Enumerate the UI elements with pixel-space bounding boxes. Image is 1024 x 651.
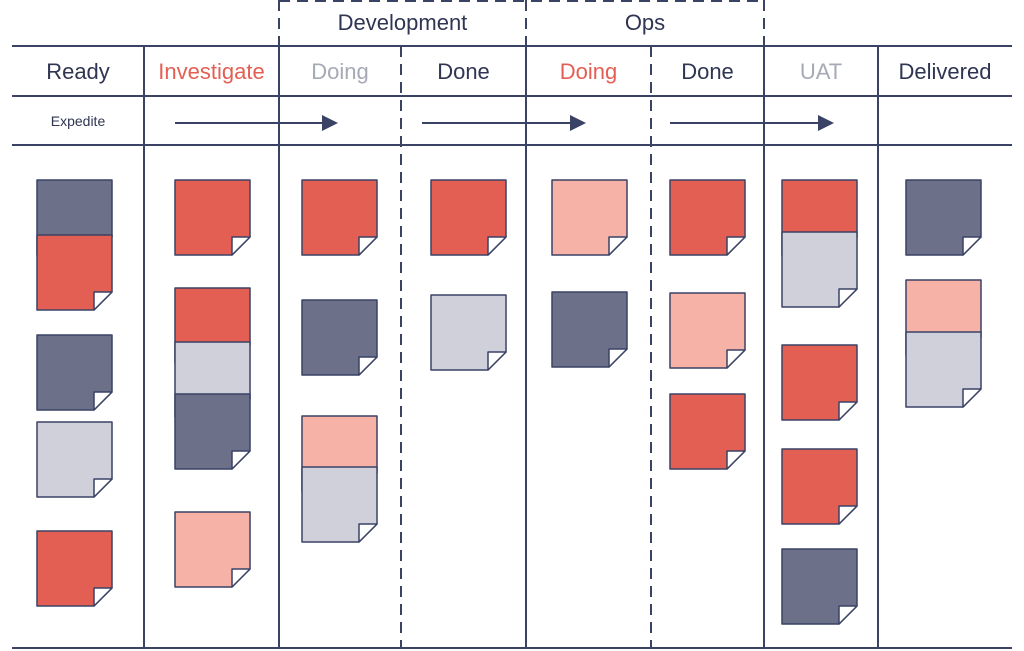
- sticky-card[interactable]: [781, 448, 858, 525]
- swimlane-label-expedite: Expedite: [51, 113, 106, 129]
- arrow-head-1: [570, 115, 586, 131]
- sticky-card[interactable]: [551, 291, 628, 368]
- card-fold-icon: [962, 388, 982, 408]
- card-fold-icon: [487, 351, 507, 371]
- card-fold-icon: [358, 523, 378, 543]
- sticky-card[interactable]: [36, 421, 113, 498]
- column-header: Doing: [560, 59, 617, 84]
- expedite-arrows: [175, 115, 834, 131]
- sticky-card[interactable]: [430, 294, 507, 371]
- column-header: Ready: [46, 59, 110, 84]
- sticky-card[interactable]: [551, 179, 628, 256]
- sticky-card[interactable]: [669, 179, 746, 256]
- column-header: Doing: [311, 59, 368, 84]
- card-fold-icon: [358, 236, 378, 256]
- card-fold-icon: [93, 291, 113, 311]
- card-fold-icon: [231, 450, 251, 470]
- sticky-card[interactable]: [36, 530, 113, 607]
- sticky-card[interactable]: [669, 393, 746, 470]
- sticky-card[interactable]: [905, 331, 982, 408]
- card-fold-icon: [608, 236, 628, 256]
- sticky-card[interactable]: [301, 179, 378, 256]
- card-fold-icon: [231, 568, 251, 588]
- column-header: Done: [681, 59, 734, 84]
- group-label-development: Development: [338, 10, 468, 35]
- card-fold-icon: [358, 356, 378, 376]
- sticky-card[interactable]: [669, 292, 746, 369]
- card-fold-icon: [962, 236, 982, 256]
- sticky-card[interactable]: [781, 344, 858, 421]
- sticky-card[interactable]: [174, 179, 251, 256]
- sticky-card[interactable]: [301, 466, 378, 543]
- card-fold-icon: [726, 450, 746, 470]
- card-fold-icon: [93, 391, 113, 411]
- sticky-card[interactable]: [174, 511, 251, 588]
- sticky-card[interactable]: [430, 179, 507, 256]
- card-fold-icon: [231, 236, 251, 256]
- card-fold-icon: [93, 478, 113, 498]
- sticky-card[interactable]: [36, 234, 113, 311]
- arrow-head-2: [818, 115, 834, 131]
- card-fold-icon: [838, 505, 858, 525]
- card-fold-icon: [487, 236, 507, 256]
- sticky-card[interactable]: [905, 179, 982, 256]
- sticky-card[interactable]: [36, 334, 113, 411]
- column-header: Delivered: [899, 59, 992, 84]
- sticky-card[interactable]: [301, 299, 378, 376]
- card-fold-icon: [838, 401, 858, 421]
- board-vertical-lines: [143, 0, 879, 648]
- card-fold-icon: [838, 605, 858, 625]
- column-header: Investigate: [158, 59, 264, 84]
- column-header: Done: [437, 59, 490, 84]
- sticky-card[interactable]: [781, 231, 858, 308]
- board-horizontal-lines: [12, 45, 1012, 649]
- sticky-card[interactable]: [781, 548, 858, 625]
- card-fold-icon: [726, 349, 746, 369]
- group-label-ops: Ops: [625, 10, 665, 35]
- column-header: UAT: [800, 59, 842, 84]
- card-fold-icon: [838, 288, 858, 308]
- card-fold-icon: [608, 348, 628, 368]
- cards-layer: [36, 179, 982, 625]
- card-fold-icon: [726, 236, 746, 256]
- arrow-head-0: [322, 115, 338, 131]
- card-fold-icon: [93, 587, 113, 607]
- column-headers: Ready Investigate Doing Done Doing Done UAT Del…: [46, 59, 991, 84]
- sticky-card[interactable]: [174, 393, 251, 470]
